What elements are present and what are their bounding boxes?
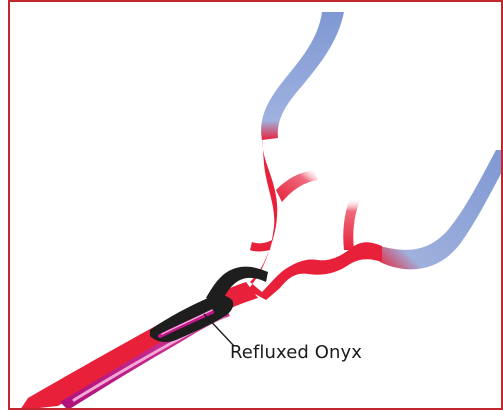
artery-branch-stub bbox=[250, 240, 272, 252]
right-draining-vein bbox=[380, 150, 503, 269]
upper-draining-vein bbox=[261, 12, 344, 140]
artery-branch-middle bbox=[343, 198, 360, 250]
artery-branch-upper bbox=[276, 170, 318, 202]
refluxed-onyx-label: Refluxed Onyx bbox=[230, 342, 362, 363]
main-arterial-trunk bbox=[248, 138, 382, 300]
